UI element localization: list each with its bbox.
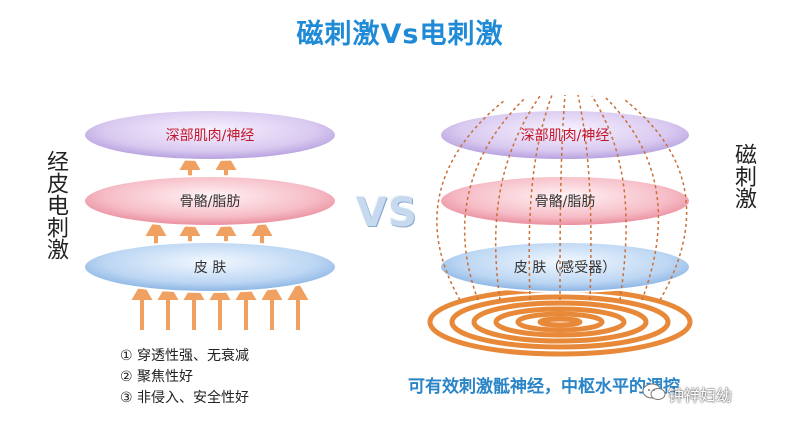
left-bone-label: 骨骼/脂肪 [179,194,241,210]
right-bone-layer [439,175,691,227]
left-skin-layer [83,241,337,293]
right-bone-label: 骨骼/脂肪 [534,194,596,210]
left-muscle-label: 深部肌肉/神经 [165,128,255,144]
feature-list: ① 穿透性强、无衰减 ② 聚焦性好 ③ 非侵入、安全性好 [120,346,249,409]
arrow-up-icon [131,282,153,330]
page-title: 磁刺激Vs电刺激 [296,19,504,50]
right-muscle-label: 深部肌肉/神经 [520,128,610,144]
magnetic-field-lines [436,94,688,301]
left-skin-label: 皮 肤 [193,260,227,276]
magnetic-caption: 可有效刺激骶神经，中枢水平的调控 [408,377,680,397]
arrow-up-icon [235,282,257,330]
left-bone-layer [83,175,337,227]
arrow-up-icon [287,282,309,330]
feature-item: ③ 非侵入、安全性好 [120,390,250,406]
left-side-label: 经皮电刺激 [43,150,68,260]
arrow-up-icon [157,282,179,330]
feature-item: ① 穿透性强、无衰减 [120,348,250,364]
right-skin-layer [439,241,691,293]
feature-item: ② 聚焦性好 [120,369,194,385]
right-skin-label: 皮 肤（感受器） [513,260,617,276]
arrow-up-icon [261,282,283,330]
wechat-icon [642,383,666,400]
left-muscle-layer [83,109,337,161]
magnetic-coil [427,287,693,357]
watermark: 钟祥妇幼 [668,386,733,405]
right-side-label: 磁刺激 [731,143,756,209]
vs-label: VS [356,190,418,236]
